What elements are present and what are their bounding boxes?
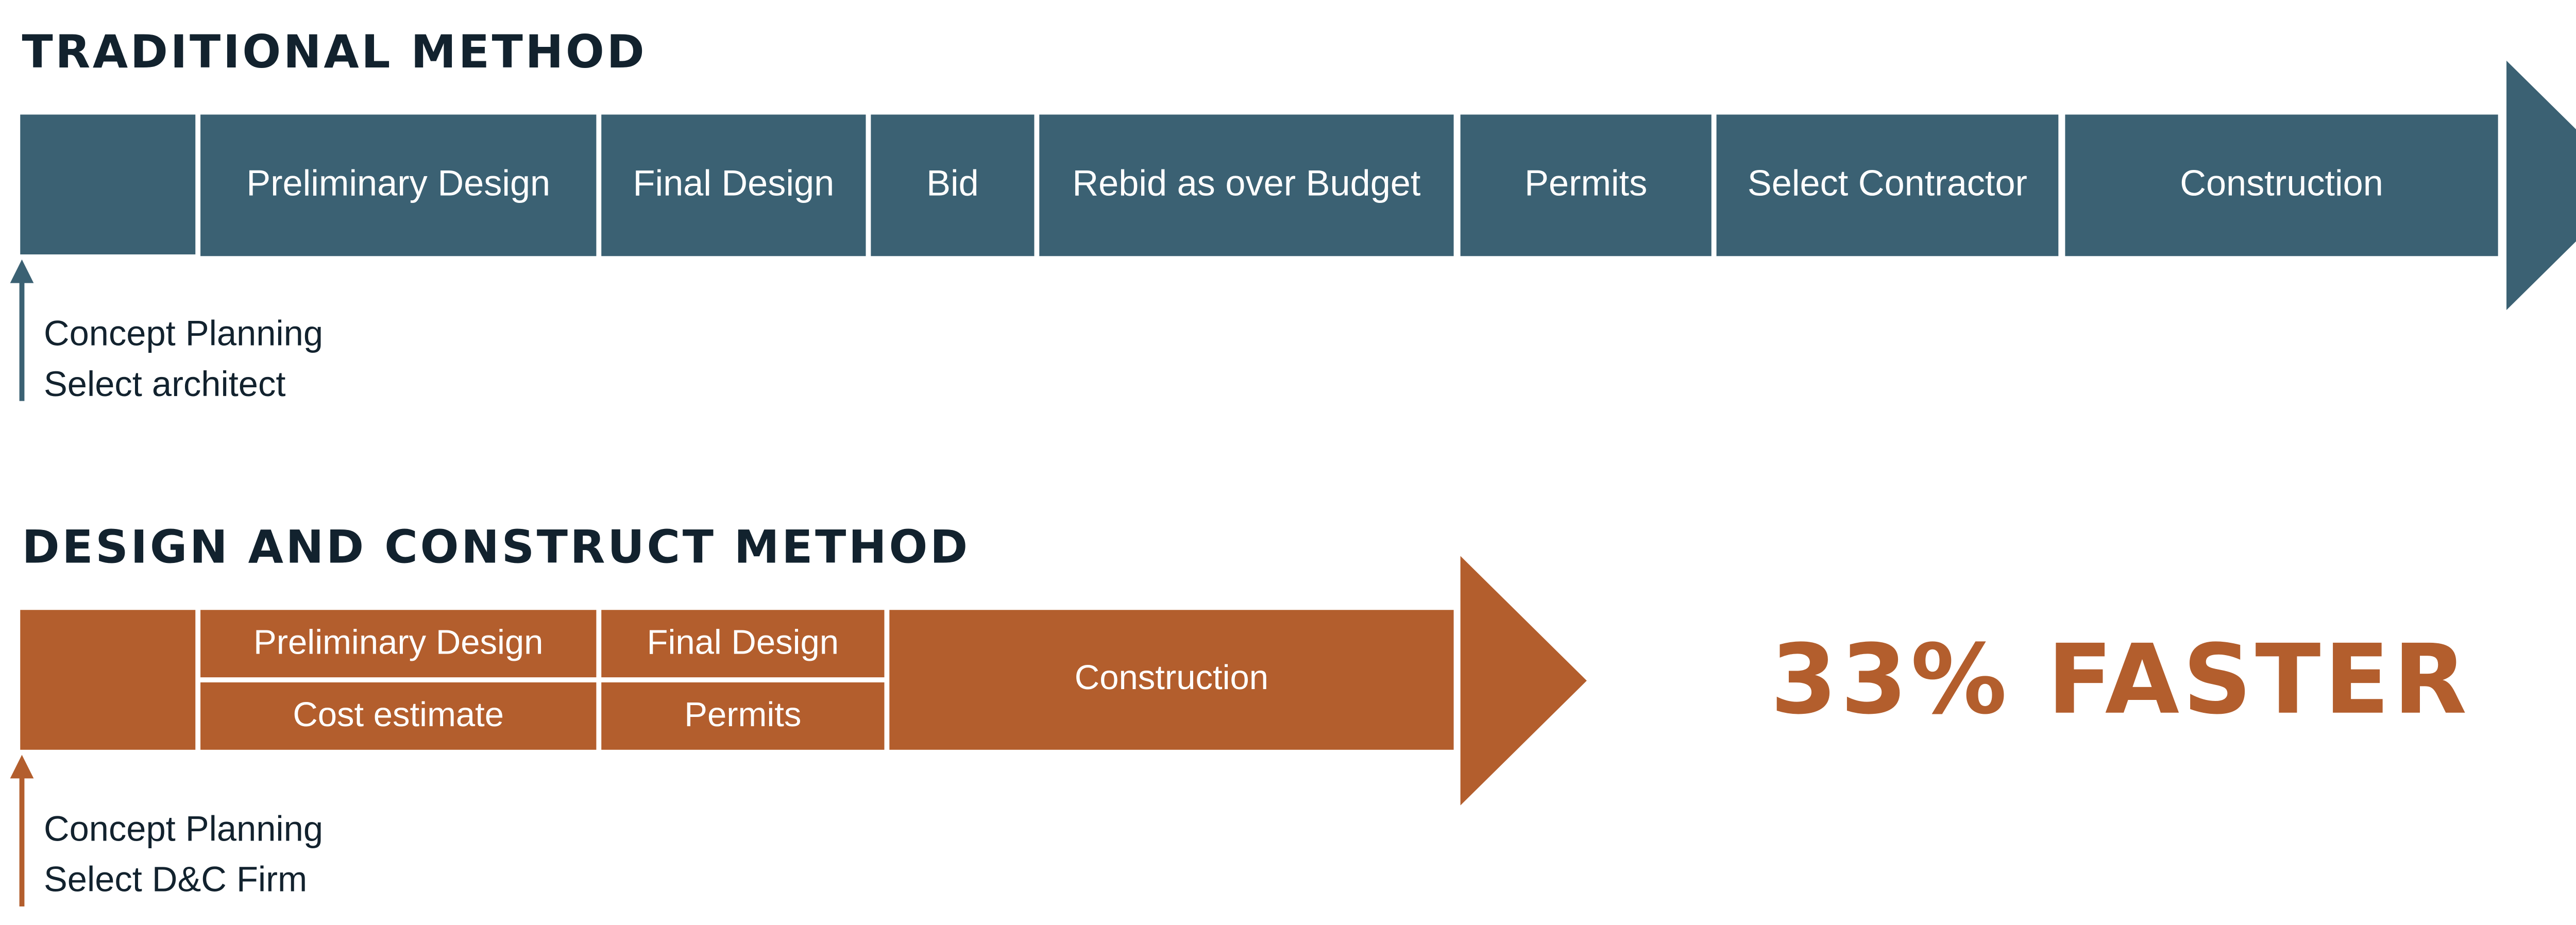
dc-phase-concept xyxy=(20,610,196,750)
traditional-phase-construction: Construction xyxy=(2065,114,2498,256)
traditional-method-title: TRADITIONAL METHOD xyxy=(22,27,647,79)
traditional-phase-preliminary-design: Preliminary Design xyxy=(200,114,597,256)
traditional-phase-concept xyxy=(20,114,196,254)
traditional-phase-select-contractor: Select Contractor xyxy=(1716,114,2059,256)
traditional-start-note: Concept Planning Select architect xyxy=(44,310,323,411)
dc-note-line-1: Concept Planning xyxy=(44,810,324,849)
traditional-arrowhead xyxy=(2506,60,2576,310)
dc-phase-construction: Construction xyxy=(889,610,1454,750)
dc-start-note: Concept Planning Select D&C Firm xyxy=(44,806,323,906)
dc-phase-cost-estimate: Cost estimate xyxy=(200,682,597,750)
dc-note-line-2: Select D&C Firm xyxy=(44,861,308,900)
traditional-phase-bid: Bid xyxy=(871,114,1035,256)
dc-phase-preliminary-design: Preliminary Design xyxy=(200,610,597,678)
traditional-start-pointer xyxy=(10,259,34,401)
design-construct-method-title: DESIGN AND CONSTRUCT METHOD xyxy=(22,522,970,575)
traditional-phase-permits: Permits xyxy=(1460,114,1711,256)
dc-phase-final-design: Final Design xyxy=(601,610,885,678)
traditional-phase-final-design: Final Design xyxy=(601,114,866,256)
traditional-phase-rebid: Rebid as over Budget xyxy=(1039,114,1454,256)
traditional-note-line-2: Select architect xyxy=(44,365,286,405)
dc-phase-permits: Permits xyxy=(601,682,885,750)
dc-arrowhead xyxy=(1460,556,1587,806)
faster-result-label: 33% FASTER xyxy=(1770,625,2470,736)
dc-start-pointer xyxy=(10,755,34,907)
traditional-note-line-1: Concept Planning xyxy=(44,315,324,354)
